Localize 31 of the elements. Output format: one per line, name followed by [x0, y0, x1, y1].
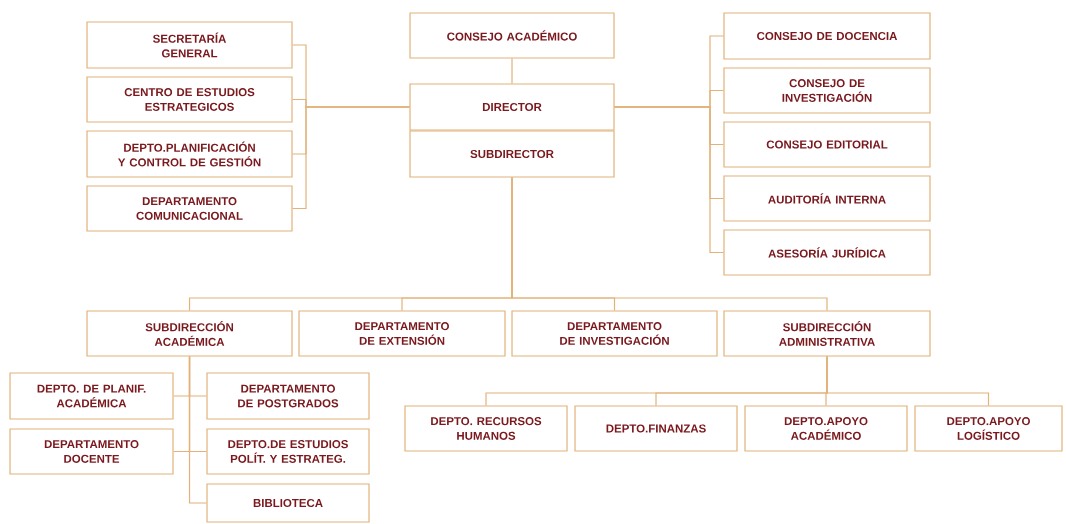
- org-box: DEPTO.FINANZAS: [574, 405, 738, 452]
- connector-line: [188, 356, 207, 504]
- org-box: DEPTO.DE ESTUDIOS POLÍT. Y ESTRATEG.: [206, 428, 370, 475]
- connector-line: [614, 106, 724, 254]
- connector-line: [511, 177, 828, 311]
- org-box: DEPARTAMENTO DE EXTENSIÓN: [298, 310, 506, 357]
- org-box: CONSEJO EDITORIAL: [723, 121, 931, 168]
- org-box: CONSEJO DE DOCENCIA: [723, 12, 931, 60]
- org-box: AUDITORÍA INTERNA: [723, 175, 931, 222]
- connector-line: [511, 58, 513, 84]
- connector-line: [826, 356, 990, 406]
- org-box: DEPTO.APOYO ACADÉMICO: [744, 405, 908, 452]
- org-box: DEPARTAMENTO DOCENTE: [9, 428, 174, 475]
- org-box: DEPTO.APOYO LOGÍSTICO: [914, 405, 1063, 452]
- org-box: DEPTO.PLANIFICACIÓN Y CONTROL DE GESTIÓN: [86, 130, 293, 178]
- org-box: DEPTO. RECURSOS HUMANOS: [404, 405, 568, 452]
- org-box: DEPARTAMENTO COMUNICACIONAL: [86, 185, 293, 232]
- org-box: CONSEJO DE INVESTIGACIÓN: [723, 67, 931, 114]
- org-box: DEPARTAMENTO DE INVESTIGACIÓN: [511, 310, 718, 357]
- connector-line: [292, 106, 410, 210]
- org-box: DEPARTAMENTO DE POSTGRADOS: [206, 372, 370, 420]
- org-box: DEPTO. DE PLANIF. ACADÉMICA: [9, 372, 174, 420]
- org-box: CONSEJO ACADÉMICO: [409, 12, 615, 59]
- org-box: BIBLIOTECA: [206, 483, 370, 523]
- org-box: DIRECTOR: [409, 83, 615, 131]
- org-box: ASESORÍA JURÍDICA: [723, 229, 931, 276]
- org-box: SUBDIRECCIÓN ACADÉMICA: [86, 310, 293, 357]
- org-box: CENTRO DE ESTUDIOS ESTRATEGICOS: [86, 76, 293, 123]
- org-box: SECRETARÍA GENERAL: [86, 21, 293, 69]
- org-box: SUBDIRECCIÓN ADMINISTRATIVA: [723, 310, 931, 357]
- org-box: SUBDIRECTOR: [409, 130, 615, 178]
